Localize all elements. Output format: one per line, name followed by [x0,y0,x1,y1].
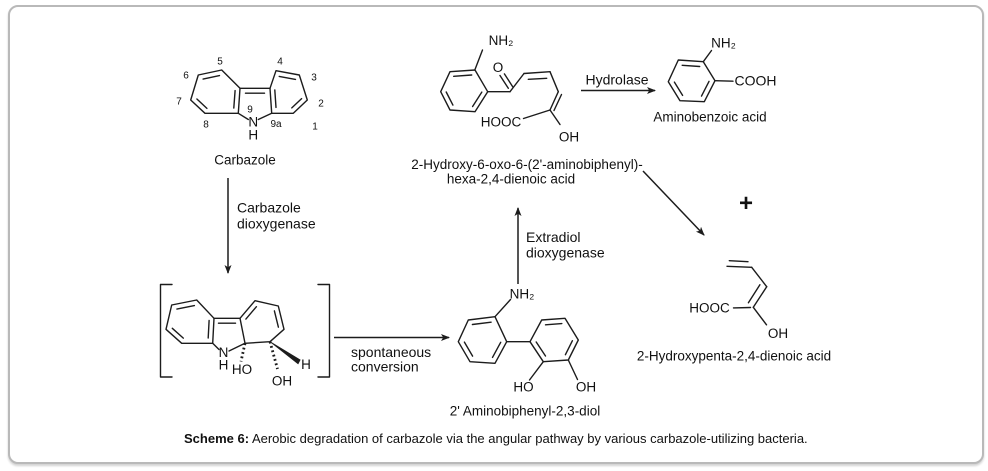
hydroxyl-oh-label: OH [768,326,788,341]
reaction-arrow-diagonal [642,170,705,236]
molecule-name-hohd-line1: 2-Hydroxy-6-oxo-6-(2'-aminobiphenyl)- [411,157,642,172]
scheme-caption: Scheme 6: Aerobic degradation of carbazo… [184,431,808,446]
hydroxypenta-structure [726,260,768,326]
ring-number-4: 4 [277,57,283,68]
aminobenzoic-acid-molecule: NH₂ COOH Aminobenzoic acid [653,36,776,125]
bold-wedge-h [269,340,301,365]
amino-group-label: NH₂ [711,36,736,51]
ring-number-1: 1 [312,122,318,133]
hohd-structure [440,49,563,126]
hashed-bond-ho [239,342,247,362]
ring-number-3: 3 [311,73,317,84]
spontaneous-conversion-step: spontaneous conversion [334,334,450,375]
ring-number-7: 7 [176,97,182,108]
aminobiphenyl-diol-structure [457,298,579,381]
hydroxyl-oh-label: OH [559,130,579,145]
keto-oxygen-label: O [493,60,504,75]
ring-number-9: 9 [247,105,253,116]
carbazole-molecule: 5 4 6 3 7 2 8 1 9 9a N H Carbazole [176,57,324,168]
step-label-line2: conversion [351,359,419,375]
hashed-bond-oh [268,341,279,370]
amino-group-label: NH₂ [510,287,535,302]
ring-number-8: 8 [203,120,209,131]
hydroxypenta-molecule: HOOC OH 2-Hydroxypenta-2,4-dienoic acid [637,260,831,364]
ring-number-5: 5 [217,57,223,68]
carbazole-dioxygenase-step: Carbazole dioxygenase [224,178,316,274]
hydrolase-step: Hydrolase [581,72,656,94]
molecule-name-carbazole: Carbazole [214,153,276,168]
aminobiphenyl-diol-molecule: NH₂ HO OH 2' Aminobiphenyl-2,3-diol [450,287,600,419]
nitrogen-label: N [219,345,229,360]
ring-number-2: 2 [318,99,324,110]
aminobenzoic-structure [667,49,734,103]
carbazole-structure [189,69,308,121]
hydroxyl-ho-label: HO [513,380,533,395]
scheme-caption-label: Scheme 6: [184,431,250,446]
enzyme-label-line2: dioxygenase [526,245,605,261]
hydroxyl-ho-label: HO [232,362,252,377]
molecule-name-hydroxypenta: 2-Hydroxypenta-2,4-dienoic acid [637,349,831,364]
scheme-panel [8,5,984,464]
step-label-line1: spontaneous [351,344,431,360]
nitrogen-label: N [248,115,258,130]
carboxyl-hooc-label: HOOC [481,115,522,130]
scheme-caption-text: Aerobic degradation of carbazole via the… [251,431,808,446]
amino-group-label: NH₂ [489,33,514,48]
ring-number-6: 6 [183,71,189,82]
left-bracket [159,283,173,378]
nh-hydrogen-label: H [219,358,229,373]
right-bracket [317,283,331,378]
plus-sign: + [739,190,753,217]
enzyme-label-line1: Carbazole [237,200,301,216]
ring-number-9a: 9a [270,119,282,130]
wedge-hydrogen-label: H [301,357,311,372]
extradiol-dioxygenase-step: Extradiol dioxygenase [514,207,605,284]
molecule-name-diol: 2' Aminobiphenyl-2,3-diol [450,404,600,419]
carboxyl-hooc-label: HOOC [689,301,730,316]
molecule-name-aminobenzoic: Aminobenzoic acid [653,110,766,125]
enzyme-label-line2: dioxygenase [237,216,316,232]
enzyme-label-line1: Extradiol [526,229,580,245]
hydroxyl-oh-label: OH [576,380,596,395]
carboxyl-cooh-label: COOH [735,73,777,89]
hohd-molecule: NH₂ O HOOC OH 2-Hydroxy-6-oxo-6-(2'-amin… [411,33,642,187]
molecule-name-hohd-line2: hexa-2,4-dienoic acid [447,172,575,187]
hydroxyl-oh-label: OH [272,374,292,389]
nh-hydrogen-label: H [248,128,258,143]
enzyme-label: Hydrolase [585,72,648,88]
dihydroxy-structure [165,299,301,370]
dihydroxy-intermediate-molecule: N H HO OH H [159,283,331,389]
